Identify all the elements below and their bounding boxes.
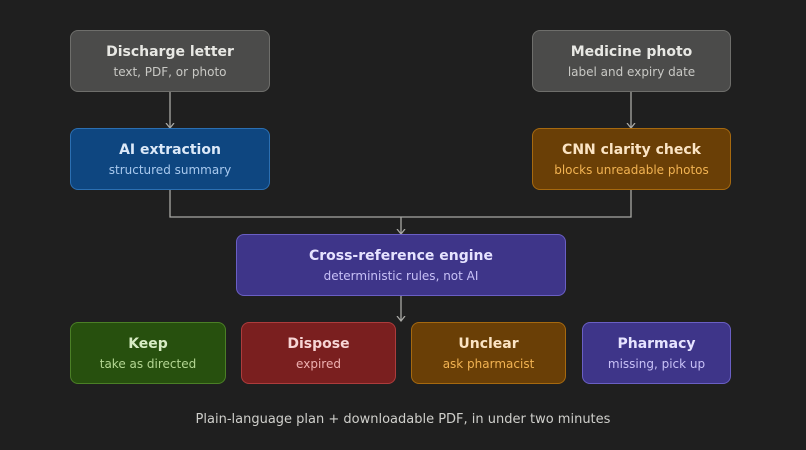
node-title: CNN clarity check <box>562 141 701 158</box>
node-title: Pharmacy <box>617 335 696 352</box>
node-subtitle: missing, pick up <box>607 356 706 371</box>
discharge-letter-node: Discharge letter text, PDF, or photo <box>70 30 270 92</box>
node-subtitle: text, PDF, or photo <box>113 64 227 79</box>
medicine-photo-node: Medicine photo label and expiry date <box>532 30 731 92</box>
unclear-node: Unclear ask pharmacist <box>411 322 566 384</box>
footer-caption: Plain-language plan + downloadable PDF, … <box>195 412 611 427</box>
node-subtitle: deterministic rules, not AI <box>323 268 479 283</box>
node-subtitle: blocks unreadable photos <box>554 162 709 177</box>
node-subtitle: take as directed <box>99 356 197 371</box>
node-title: AI extraction <box>119 141 221 158</box>
merge-line <box>169 190 632 218</box>
keep-node: Keep take as directed <box>70 322 226 384</box>
node-title: Unclear <box>458 335 519 352</box>
cross-reference-engine-node: Cross-reference engine deterministic rul… <box>236 234 566 296</box>
ai-extraction-node: AI extraction structured summary <box>70 128 270 190</box>
cnn-clarity-check-node: CNN clarity check blocks unreadable phot… <box>532 128 731 190</box>
node-subtitle: ask pharmacist <box>442 356 535 371</box>
node-title: Cross-reference engine <box>308 247 494 264</box>
node-subtitle: label and expiry date <box>567 64 696 79</box>
node-title: Keep <box>128 335 168 352</box>
pharmacy-node: Pharmacy missing, pick up <box>582 322 731 384</box>
dispose-node: Dispose expired <box>241 322 396 384</box>
node-subtitle: expired <box>296 356 341 371</box>
node-subtitle: structured summary <box>108 162 232 177</box>
node-title: Medicine photo <box>570 43 693 60</box>
node-title: Dispose <box>287 335 350 352</box>
node-title: Discharge letter <box>106 43 234 60</box>
